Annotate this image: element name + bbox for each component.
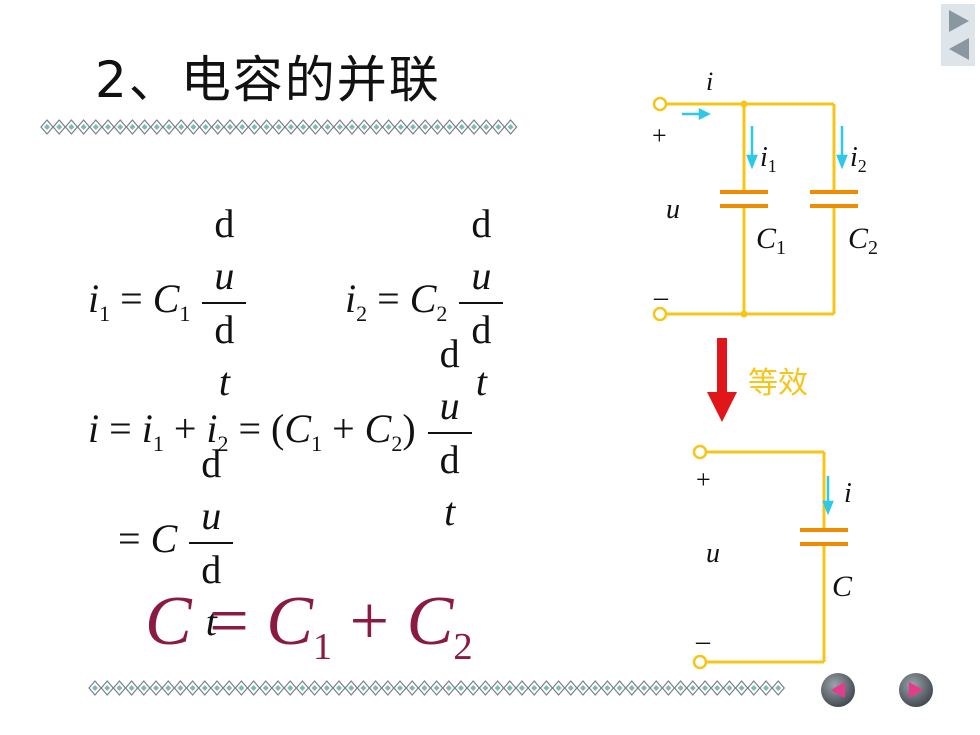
- minus-sign: –: [653, 282, 669, 313]
- play-left-icon: [949, 38, 969, 60]
- bottom-diamond-divider: [88, 680, 785, 696]
- top-terminal: [692, 444, 708, 460]
- branch1-current-label: i1: [760, 142, 777, 176]
- equivalent-capacitor-circuit: + u – i C: [692, 444, 853, 670]
- junction-node: [740, 310, 748, 318]
- slide-title: 2、电容的并联: [95, 51, 441, 109]
- plus-sign: +: [652, 121, 667, 150]
- bottom-terminal: [692, 654, 708, 670]
- plus-sign: +: [696, 465, 711, 494]
- input-current-label: i: [706, 70, 713, 96]
- cap1-label: C1: [756, 222, 786, 259]
- equivalence-label: 等效: [748, 366, 808, 401]
- previous-button[interactable]: [820, 672, 856, 708]
- result-formula: C = C1 + C2: [145, 583, 473, 668]
- play-right-icon: [949, 10, 969, 32]
- cap-label: C: [832, 570, 853, 603]
- current-label: i: [844, 478, 852, 509]
- top-diamond-divider: [40, 119, 518, 135]
- cap2-label: C2: [848, 222, 878, 259]
- minus-sign: –: [695, 626, 711, 657]
- branch2-current-label: i2: [850, 142, 867, 176]
- voltage-label: u: [706, 538, 720, 569]
- corner-nav-icons: [949, 10, 969, 60]
- parallel-capacitor-circuit: i + u – i1 i2 C1 C2: [652, 70, 878, 322]
- top-terminal: [652, 96, 668, 112]
- junction-node: [740, 100, 748, 108]
- next-arrow-icon: [899, 673, 933, 707]
- equivalence-arrow-icon: [707, 338, 737, 422]
- bottom-terminal: [652, 306, 668, 322]
- voltage-label: u: [666, 194, 680, 225]
- previous-arrow-icon: [821, 673, 855, 707]
- next-button[interactable]: [898, 672, 934, 708]
- corner-nav: [941, 4, 975, 66]
